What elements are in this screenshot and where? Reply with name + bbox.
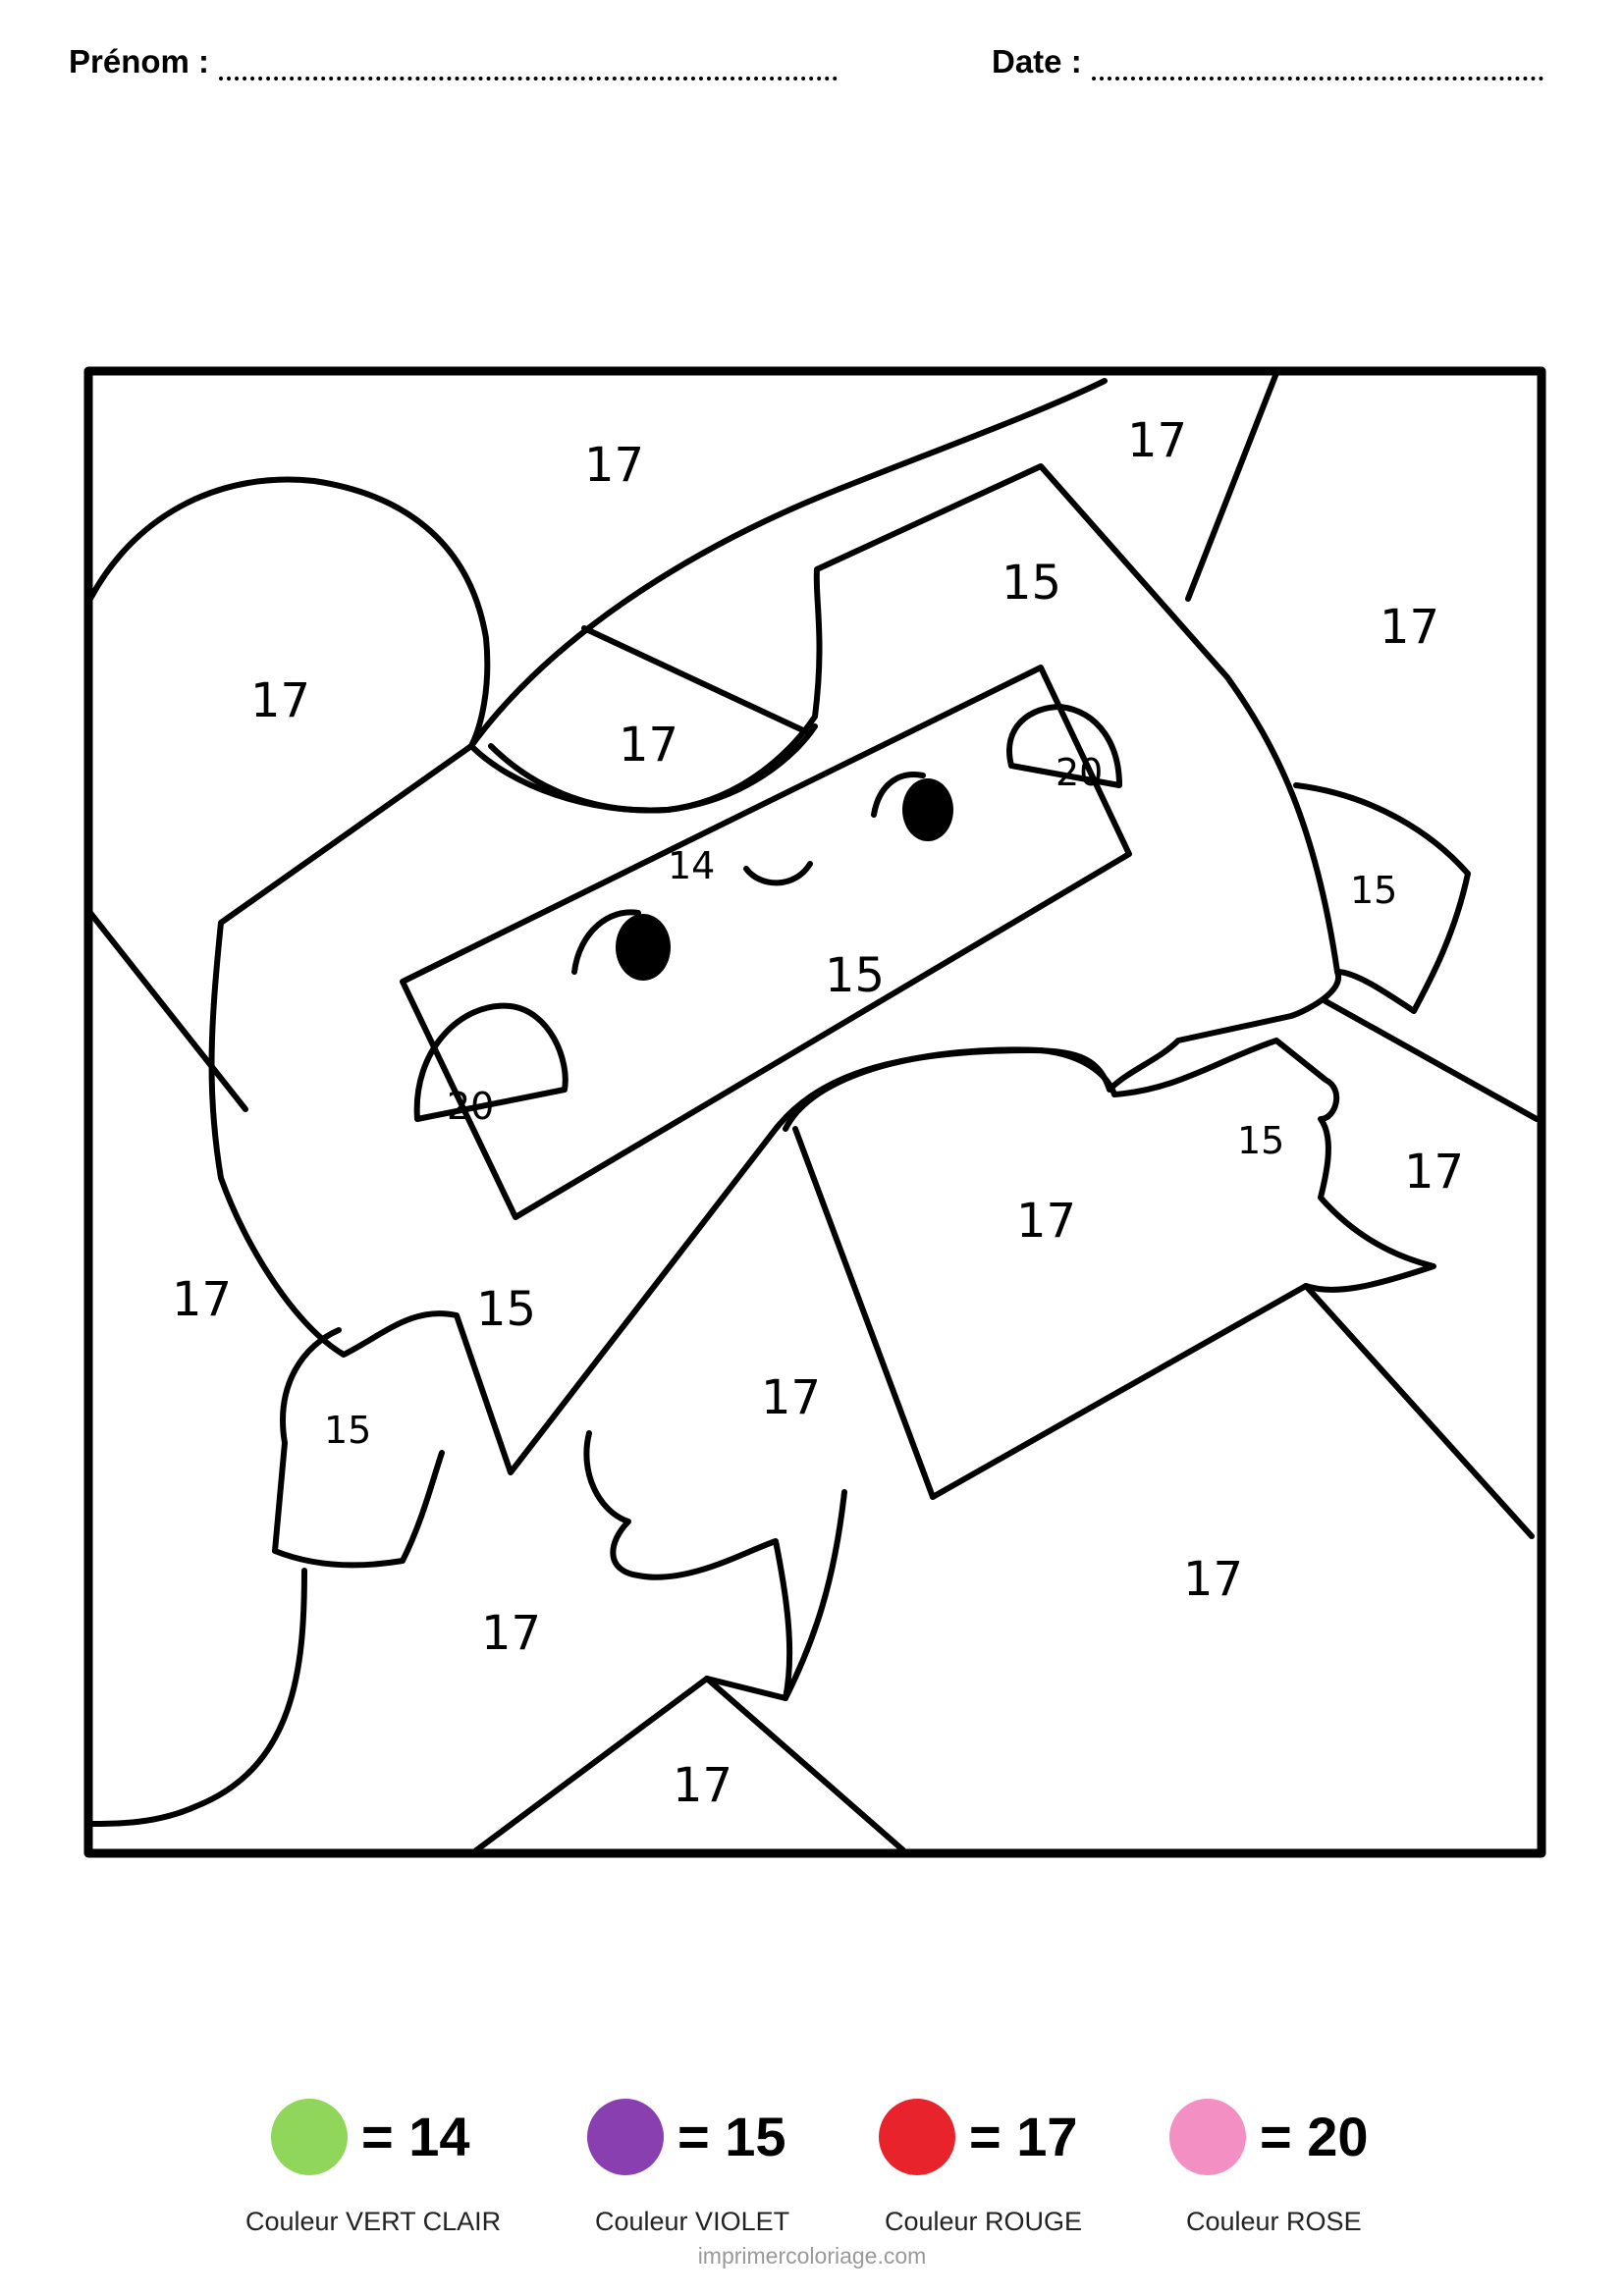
- ray-bottom-left: [473, 1676, 710, 1853]
- right-cheek: [1006, 704, 1122, 788]
- region-number: 15: [324, 1409, 371, 1452]
- fin-left: [272, 1327, 445, 1569]
- date-dotted-line[interactable]: [1091, 59, 1543, 80]
- region-number: 17: [584, 438, 644, 493]
- color-swatch: [587, 2099, 664, 2175]
- legend-value: = 17: [969, 2106, 1078, 2167]
- right-eye-pupil: [902, 778, 953, 841]
- blob-top-left: [87, 476, 491, 749]
- region-number: 17: [1016, 1194, 1076, 1249]
- sharpener-slot: [400, 665, 1132, 1220]
- name-dotted-line[interactable]: [219, 59, 839, 80]
- legend-item: = 20 Couleur ROSE: [1169, 2099, 1464, 2236]
- circle-cut: [488, 723, 818, 814]
- footer-site: imprimercoloriage.com: [697, 2243, 927, 2269]
- region-number: 15: [1237, 1119, 1284, 1162]
- color-swatch: [271, 2099, 348, 2175]
- region-number: 17: [761, 1370, 821, 1425]
- region-number: 17: [172, 1272, 232, 1327]
- ray-left: [87, 910, 248, 1112]
- ray-bottom-right: [1303, 1283, 1535, 1539]
- ray-right: [1323, 998, 1540, 1122]
- region-number: 17: [481, 1606, 541, 1661]
- ray-bottom-link: [704, 1676, 788, 1701]
- legend-item: = 14 Couleur VERT CLAIR: [245, 2099, 566, 2236]
- ray-bottom: [704, 1676, 906, 1853]
- region-number: 17: [673, 1758, 732, 1813]
- region-number: 17: [1404, 1145, 1464, 1200]
- legend-item: = 15 Couleur VIOLET: [587, 2099, 882, 2236]
- fin-right: [1293, 782, 1471, 1014]
- left-eye-pupil: [616, 914, 671, 981]
- region-number: 20: [447, 1085, 494, 1128]
- left-eye-arc: [571, 909, 641, 975]
- bottom-right-shape: [930, 1038, 1436, 1500]
- region-numbers: 17 17 17 17 15 17 14 15 20 20 15 17 15 1…: [172, 413, 1464, 1813]
- bubble-top: [783, 1046, 1117, 1132]
- triangle-line: [581, 625, 808, 734]
- region-number: 14: [668, 844, 715, 887]
- region-number: 15: [476, 1282, 536, 1337]
- name-field[interactable]: Prénom :: [69, 43, 839, 80]
- name-label: Prénom :: [69, 43, 210, 80]
- blob-bottom-left: [87, 1568, 307, 1827]
- divider-line: [792, 1126, 936, 1500]
- sharpener-body: [208, 463, 1341, 1475]
- left-cheek: [413, 1002, 568, 1122]
- region-number: 17: [619, 718, 678, 773]
- legend-label: Couleur VIOLET: [595, 2207, 790, 2236]
- region-number: 17: [1127, 413, 1187, 468]
- picture-frame: [83, 366, 1546, 1858]
- picture-outlines: [83, 366, 1546, 1858]
- legend-label: Couleur VERT CLAIR: [245, 2207, 502, 2236]
- region-number: 15: [825, 948, 885, 1003]
- legend-label: Couleur ROSE: [1186, 2207, 1362, 2236]
- legend-value: = 15: [677, 2106, 786, 2167]
- region-number: 17: [1380, 600, 1439, 655]
- legend-value: = 20: [1260, 2106, 1369, 2167]
- color-swatch: [1169, 2099, 1246, 2175]
- legend-value: = 14: [361, 2106, 470, 2167]
- color-swatch: [879, 2099, 955, 2175]
- date-field[interactable]: Date :: [992, 43, 1543, 80]
- region-number: 15: [1001, 556, 1061, 611]
- date-label: Date :: [992, 43, 1082, 80]
- band-top: [468, 378, 1108, 749]
- mouth: [743, 861, 813, 886]
- region-number: 17: [250, 673, 310, 728]
- bubble-bottom: [583, 1430, 847, 1701]
- ray-top-right: [1185, 370, 1279, 602]
- legend-label: Couleur ROUGE: [885, 2207, 1083, 2236]
- legend-item: = 17 Couleur ROUGE: [879, 2099, 1173, 2236]
- region-number: 15: [1350, 869, 1397, 912]
- region-number: 20: [1056, 751, 1103, 794]
- region-number: 17: [1183, 1552, 1243, 1607]
- right-eye-arc: [871, 772, 926, 818]
